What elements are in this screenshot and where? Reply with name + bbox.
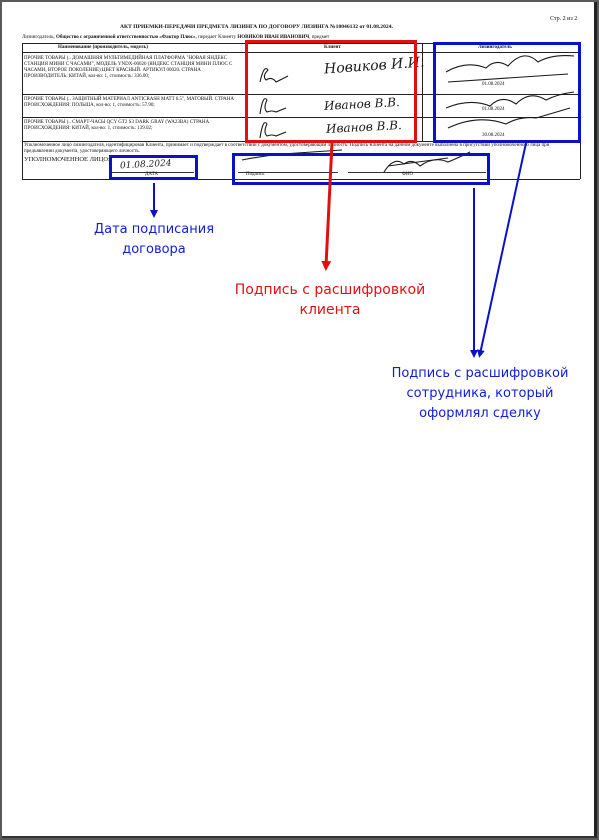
table-header-border bbox=[22, 52, 580, 53]
date-note: Дата подписания договора bbox=[93, 222, 215, 257]
signature-label: Подпись bbox=[246, 172, 265, 177]
employee-signature-mark bbox=[387, 157, 449, 167]
date-label: ДАТА bbox=[145, 172, 158, 177]
client-signature-highlight bbox=[245, 40, 417, 143]
lessor-suffix: , предмет bbox=[309, 35, 330, 40]
footer-text: Уполномоченное лицо лизингодателя, идент… bbox=[24, 143, 550, 154]
employee-signature-highlight bbox=[232, 153, 490, 185]
row-description: ПРОЧИЕ ТОВАРЫ (.. СМАРТ-ЧАСЫ QCY GT2 S3 … bbox=[24, 120, 210, 131]
lessor-prefix: Лизингодатель, bbox=[22, 35, 55, 40]
document-title: АКТ ПРИЕМКИ-ПЕРЕДАЧИ ПРЕДМЕТА ЛИЗИНГА ПО… bbox=[120, 24, 393, 30]
lessor-middle: , передает Клиенту bbox=[195, 35, 237, 40]
row-date: 30.08.2024 bbox=[482, 133, 505, 138]
table-top-border bbox=[22, 43, 580, 44]
lessor-name: Общество с ограниченной ответственностью… bbox=[56, 35, 196, 40]
fio-line bbox=[348, 172, 486, 173]
client-initials-mark bbox=[259, 67, 289, 83]
lessor-line: Лизингодатель, Общество с ограниченной о… bbox=[22, 35, 329, 41]
client-initials-mark bbox=[259, 122, 287, 139]
client-initials-mark bbox=[259, 98, 287, 115]
row-divider bbox=[22, 117, 580, 118]
lessor-signature-mark bbox=[447, 73, 569, 83]
row-date: 01.08.2024 bbox=[482, 82, 505, 87]
client-name: НОВИКОВ ИВАН ИВАНОВИЧ bbox=[237, 35, 310, 40]
header-client: Клиент bbox=[324, 45, 341, 50]
fio-label: ФИО bbox=[402, 172, 414, 177]
header-item: Наименование (производитель, модель) bbox=[58, 45, 148, 50]
lessor-signature-mark bbox=[445, 55, 575, 73]
table-left-border bbox=[22, 43, 23, 179]
footer-bottom-border bbox=[22, 179, 580, 180]
date-highlight bbox=[109, 155, 198, 180]
client-arrow bbox=[321, 142, 334, 271]
lessor-signature-mark bbox=[445, 91, 575, 109]
row-date: 01.08.2024 bbox=[482, 107, 505, 112]
lessor-signature-mark bbox=[447, 107, 571, 129]
client-note: Подпись с расшифровкой клиента bbox=[234, 282, 426, 318]
column-divider bbox=[422, 43, 423, 141]
row-divider bbox=[22, 94, 580, 95]
page-number: Стр. 2 из 2 bbox=[550, 16, 578, 22]
signature-line bbox=[238, 172, 338, 173]
lessor-signature-highlight bbox=[433, 42, 581, 143]
row-description: ПРОЧИЕ ТОВАРЫ (.. ЗАЩИТНЫЙ МАТЕРИАЛ ANTI… bbox=[24, 97, 234, 108]
employee-arrow-right bbox=[476, 142, 527, 358]
employee-note: Подпись с расшифровкой сотрудника, котор… bbox=[391, 366, 569, 421]
row-description: ПРОЧИЕ ТОВАРЫ (.. ДОМАШНЯЯ МУЛЬТИМЕДИЙНА… bbox=[24, 56, 233, 79]
header-lessor: Лизингодатель bbox=[478, 45, 512, 50]
date-line bbox=[112, 172, 194, 173]
employee-signature-mark bbox=[383, 151, 471, 173]
authorized-person-label: УПОЛНОМОЧЕННОЕ ЛИЦО: bbox=[24, 156, 110, 163]
